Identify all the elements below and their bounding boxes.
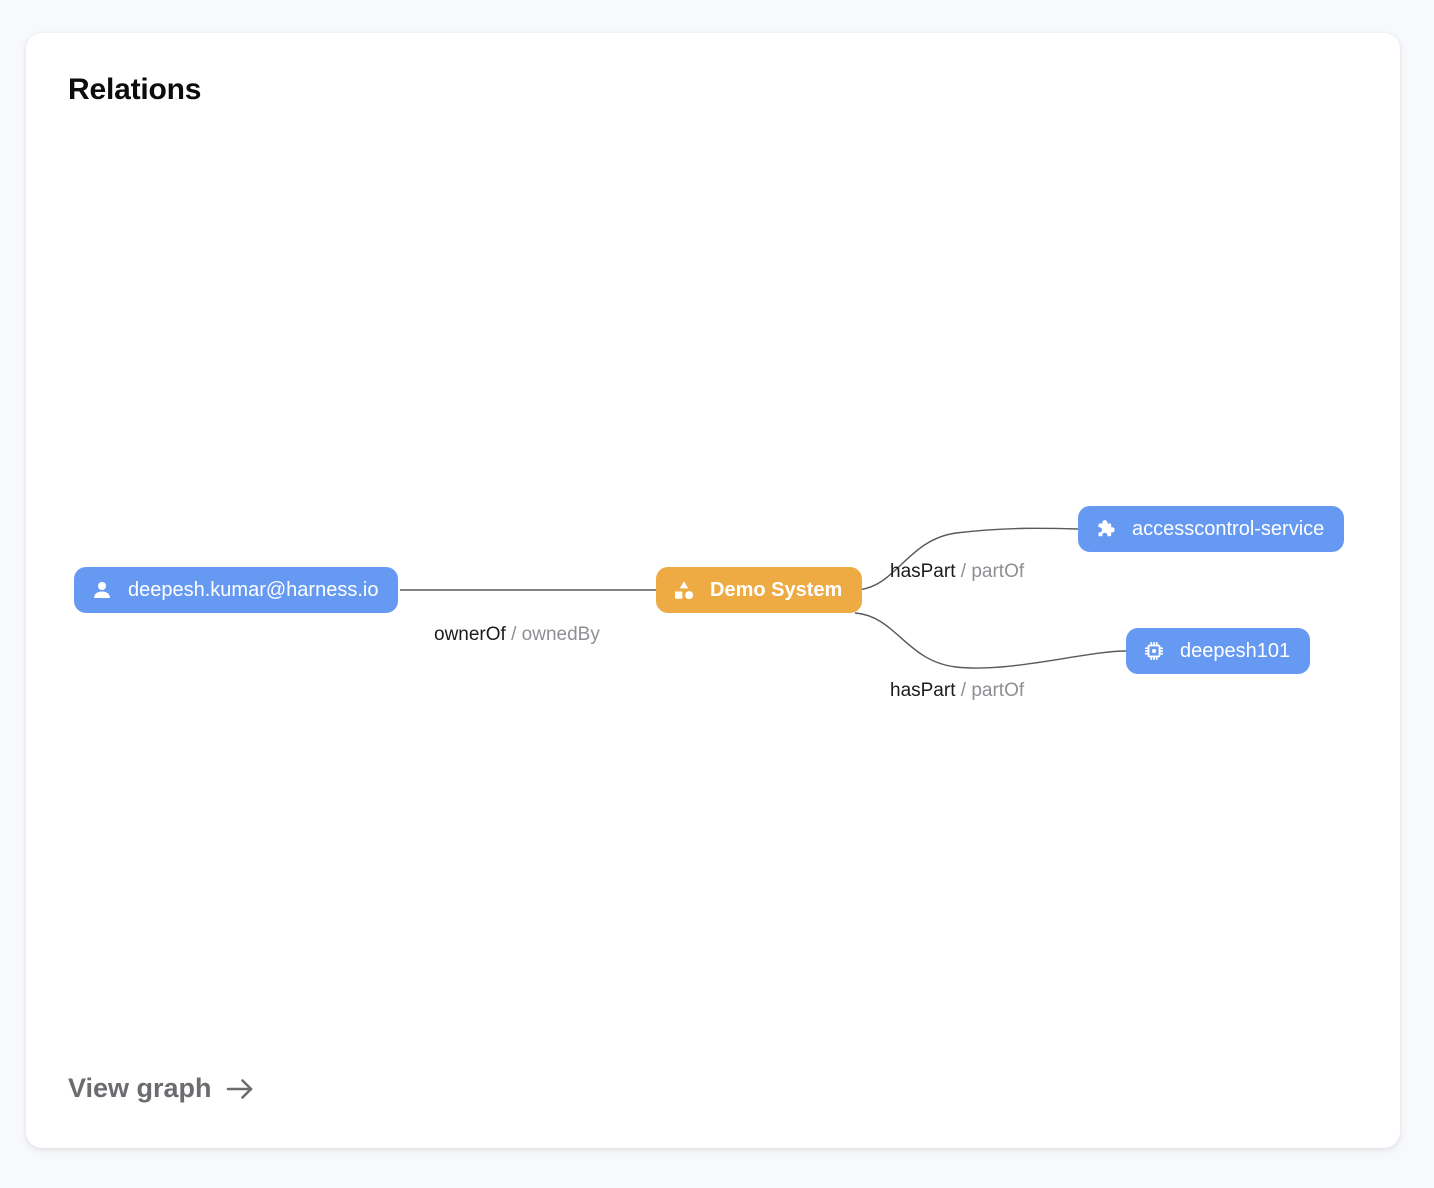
graph-node-label: deepesh.kumar@harness.io	[128, 579, 379, 601]
graph-node-label: Demo System	[710, 579, 843, 601]
graph-node-system[interactable]: Demo System	[656, 567, 863, 613]
graph-edges	[400, 527, 1127, 669]
puzzle-icon	[1094, 517, 1118, 541]
edge-has-part-component	[854, 527, 1079, 591]
chip-icon	[1142, 639, 1166, 663]
shapes-icon	[672, 578, 696, 602]
person-icon	[90, 578, 114, 602]
page-title: Relations	[68, 73, 202, 106]
edge-has-part-resource	[854, 612, 1127, 669]
view-graph-label: View graph	[68, 1073, 212, 1103]
relations-card: Relations deepesh.kumar@harness.io	[26, 33, 1400, 1148]
graph-node-resource[interactable]: deepesh101	[1126, 628, 1311, 674]
graph-node-label: accesscontrol-service	[1132, 518, 1325, 540]
graph-node-label: deepesh101	[1180, 640, 1291, 662]
relations-graph: deepesh.kumar@harness.io Demo System acc…	[26, 33, 1400, 1148]
graph-node-user[interactable]: deepesh.kumar@harness.io	[74, 567, 399, 613]
graph-node-component[interactable]: accesscontrol-service	[1078, 506, 1345, 552]
arrow-right-icon	[225, 1076, 255, 1102]
view-graph-link[interactable]: View graph	[68, 1073, 255, 1104]
